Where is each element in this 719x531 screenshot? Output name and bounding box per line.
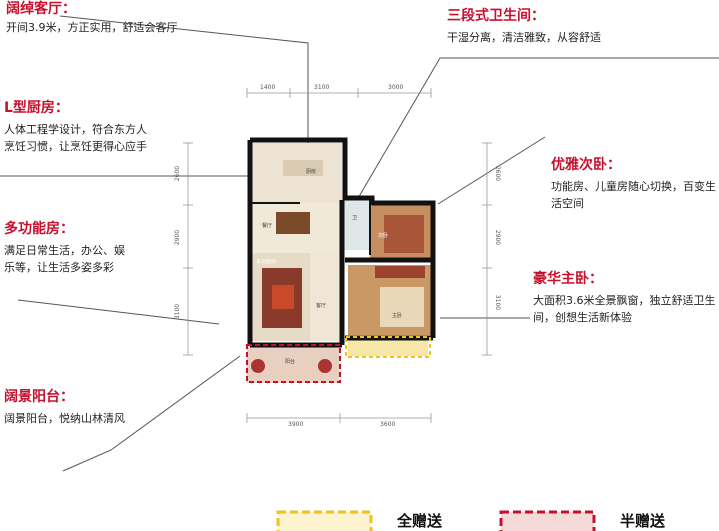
dim-right-3: 3100: [494, 294, 502, 311]
leader-lines: [0, 15, 719, 472]
multi-sofa: [272, 285, 294, 309]
annotation-multi-title: 多功能房：: [4, 221, 74, 237]
room-label-multi: 多功能房: [256, 259, 277, 265]
annotation-bath-title: 三段式卫生间：: [447, 8, 545, 24]
baywindow-floor: [348, 336, 428, 356]
balcony-chair-left: [251, 359, 265, 373]
legend-full-gift-swatch: [276, 510, 373, 531]
master-bed: [380, 287, 424, 327]
balcony-chair-right: [318, 359, 332, 373]
dim-bottom-2: 3600: [380, 421, 396, 428]
annotation-bath: 三段式卫生间： 干湿分离，清洁雅致，从容舒适: [447, 7, 647, 46]
dining-table: [276, 212, 310, 234]
dimension-lines: [183, 88, 492, 423]
annotation-second-title: 优雅次卧：: [551, 157, 621, 173]
room-label-second: 次卧: [378, 233, 389, 239]
leader-multi: [17, 299, 220, 325]
annotation-multi: 多功能房： 满足日常生活，办公、娱乐等，让生活多姿多彩: [4, 220, 130, 276]
leader-second: [437, 136, 546, 205]
room-label-master: 主卧: [392, 313, 403, 319]
room-label-balcony: 阳台: [285, 359, 296, 365]
room-label-living: 客厅: [316, 303, 327, 309]
leader-balcony: [62, 355, 241, 472]
dim-top-2: 3100: [314, 84, 330, 91]
dim-left-2: 2900: [174, 229, 182, 246]
annotation-second-desc: 功能房、儿童房随心切换，百变生活空间: [551, 180, 716, 210]
room-label-kitchen: 厨房: [306, 169, 317, 175]
dim-top-3: 3000: [388, 84, 404, 91]
annotation-bath-desc: 干湿分离，清洁雅致，从容舒适: [447, 31, 601, 44]
annotation-balcony-title: 阔景阳台：: [4, 389, 74, 405]
annotation-kitchen: L型厨房： 人体工程学设计，符合东方人烹饪习惯，让烹饪更得心应手: [4, 99, 152, 155]
balcony-half-gift-outline: [246, 344, 341, 383]
master-wardrobe: [375, 266, 425, 278]
annotation-second: 优雅次卧： 功能房、儿童房随心切换，百变生活空间: [551, 156, 717, 212]
bath-floor: [342, 200, 370, 250]
annotation-living-title: 阔绰客厅：: [6, 1, 76, 17]
baywindow-full-gift-outline: [345, 336, 431, 358]
furniture: [251, 160, 425, 373]
kitchen-counter: [283, 160, 323, 176]
legend-half-gift-label: 半赠送: [620, 512, 666, 530]
dim-left-3: 3100: [174, 303, 182, 320]
annotation-balcony: 阔景阳台： 阔景阳台，悦纳山林清风: [4, 388, 204, 427]
annotation-master-desc: 大面积3.6米全景飘窗，独立舒适卫生间，创想生活新体验: [533, 294, 716, 324]
annotation-master: 豪华主卧： 大面积3.6米全景飘窗，独立舒适卫生间，创想生活新体验: [533, 270, 717, 326]
annotation-multi-desc: 满足日常生活，办公、娱乐等，让生活多姿多彩: [4, 244, 125, 274]
annotation-living-desc: 开间3.9米，方正实用，舒适会客厅: [6, 21, 178, 34]
dim-right-2: 2900: [494, 229, 502, 246]
room-label-dining: 餐厅: [262, 223, 273, 229]
annotation-kitchen-title: L型厨房：: [4, 100, 69, 116]
annotation-balcony-desc: 阔景阳台，悦纳山林清风: [4, 412, 125, 425]
legend-full-gift-label: 全赠送: [397, 512, 443, 530]
dim-top-1: 1400: [260, 84, 276, 91]
second-bed: [384, 215, 424, 253]
leader-living: [59, 15, 309, 148]
dim-bottom-1: 3900: [288, 421, 304, 428]
legend-half-gift-swatch: [499, 510, 596, 531]
dim-right-1: 2600: [494, 165, 502, 182]
annotation-living: 阔绰客厅： 开间3.9米，方正实用，舒适会客厅: [6, 0, 206, 36]
leader-bath: [356, 57, 719, 201]
annotation-kitchen-desc: 人体工程学设计，符合东方人烹饪习惯，让烹饪更得心应手: [4, 123, 147, 153]
dim-left-1: 2600: [174, 165, 182, 182]
room-label-bath: 卫: [352, 215, 358, 221]
annotation-master-title: 豪华主卧：: [533, 271, 603, 287]
